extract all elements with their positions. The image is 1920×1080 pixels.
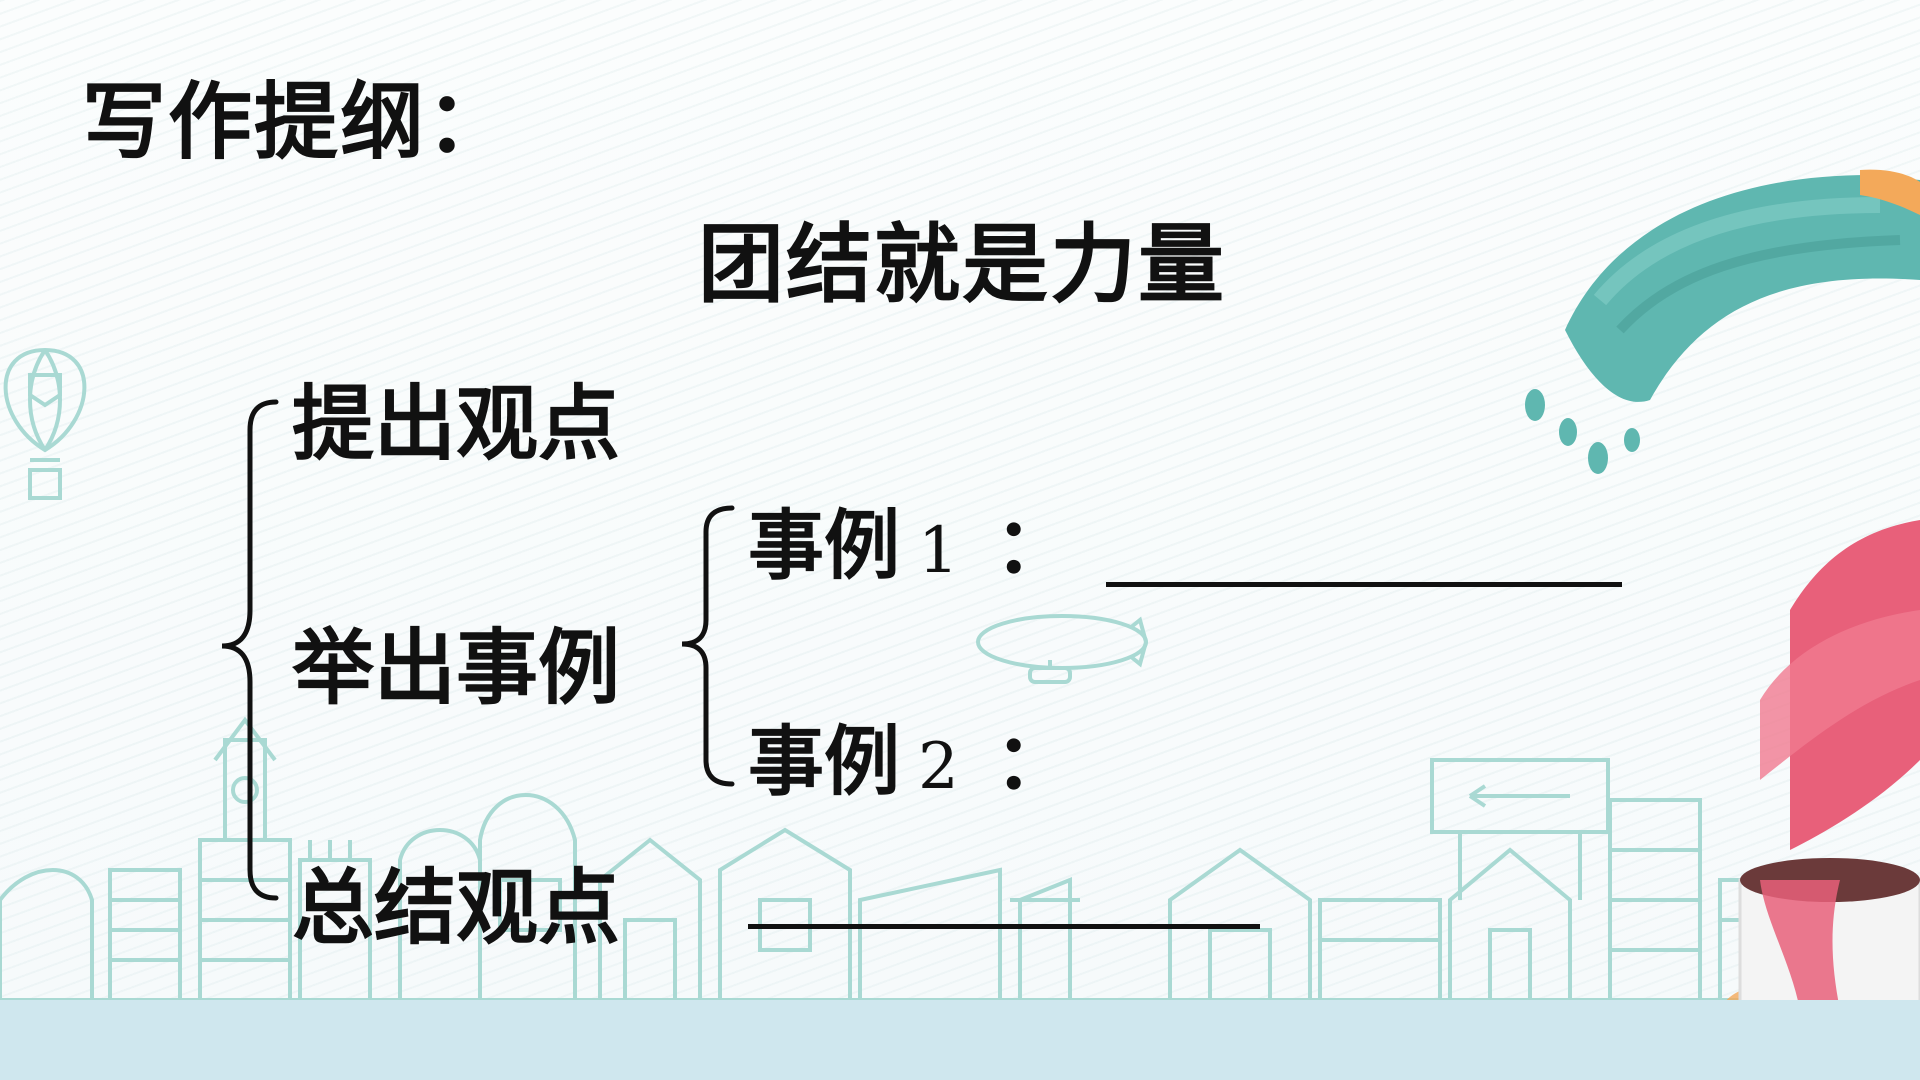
essay-topic: 团结就是力量: [698, 215, 1226, 315]
outline-point-examples: 举出事例: [292, 621, 621, 716]
page-title: 写作提纲：: [82, 73, 513, 171]
example-brace: [681, 505, 735, 787]
main-brace: [221, 399, 279, 901]
ground-band: [0, 1000, 1920, 1080]
example-1-number: 1: [918, 514, 959, 588]
example-1-label: 事例: [748, 501, 900, 590]
outline-point-summary: 总结观点: [292, 861, 621, 956]
summary-blank-line: [748, 924, 1260, 929]
example-2-number: 2: [918, 730, 959, 804]
airship-icon: [976, 614, 1148, 684]
paint-stroke-icon: [1525, 169, 1920, 850]
example-1-blank-line: [1106, 582, 1622, 587]
example-2-label: 事例: [748, 717, 900, 806]
example-2-colon: ：: [994, 717, 1071, 806]
hot-air-balloon-icon: [3, 347, 87, 500]
example-1-colon: ：: [994, 501, 1071, 590]
outline-point-propose: 提出观点: [292, 377, 621, 472]
